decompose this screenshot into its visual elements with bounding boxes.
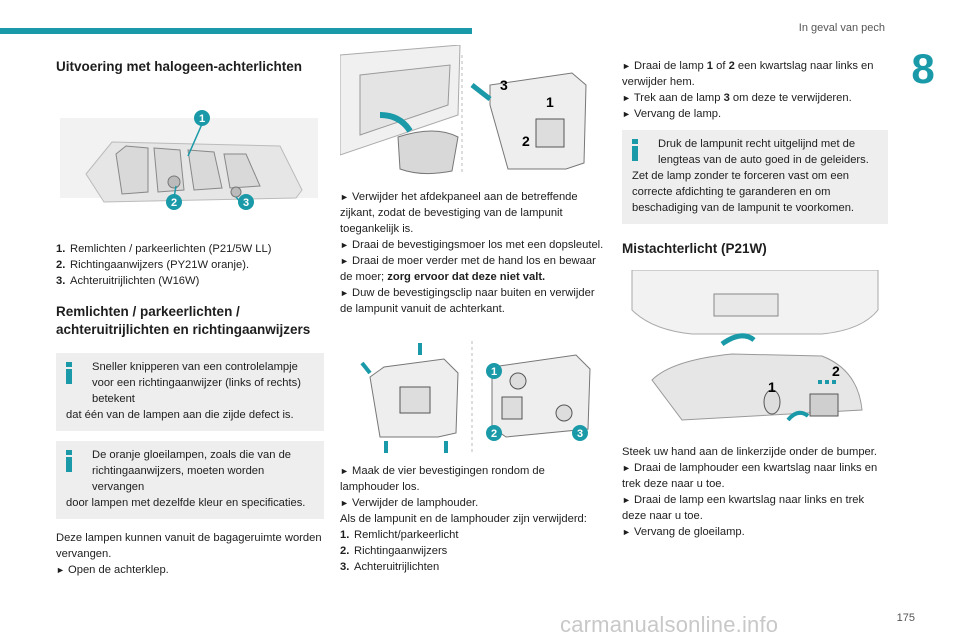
step: ► Duw de bevestigingsclip naar buiten en…	[340, 287, 595, 315]
paragraph: Als de lampunit en de lamphouder zijn ve…	[340, 513, 587, 525]
header-accent-bar	[0, 28, 472, 34]
column-3: ► Draai de lamp 1 of 2 een kwartslag naa…	[622, 58, 888, 540]
section-title: In geval van pech	[798, 22, 885, 34]
fig2-callout-1: 1	[491, 366, 497, 378]
info-icon	[66, 362, 72, 384]
step: ► Verwijder de lamphouder.	[340, 497, 479, 509]
step: ► Verwijder het afdekpaneel aan de betre…	[340, 191, 578, 235]
step: ► Draai de bevestigingsmoer los met een …	[340, 239, 604, 251]
step: ► Open de achterklep.	[56, 564, 169, 576]
info-box-1: Sneller knipperen van een controlelampje…	[56, 353, 324, 431]
step: ► Maak de vier bevestigingen rondom de l…	[340, 465, 545, 493]
step: ► Draai de lamp een kwartslag naar links…	[622, 494, 865, 522]
fig2-callout-3: 3	[577, 428, 583, 440]
paragraph: Steek uw hand aan de linkerzijde onder d…	[622, 446, 877, 458]
lamp-list: 1.Remlicht/parkeerlicht 2.Richtingaanwij…	[340, 527, 605, 575]
info-box-3: Druk de lampunit recht uitgelijnd met de…	[622, 130, 888, 224]
step: ► Draai de moer verder met de hand los e…	[340, 255, 596, 283]
fog-label-1: 1	[768, 379, 776, 395]
fig1-label-2: 2	[522, 133, 530, 149]
callout-3: 3	[243, 197, 249, 209]
list-item: 1.Remlichten / parkeerlichten (P21/5W LL…	[56, 243, 272, 255]
list-item: 2.Richtingaanwijzers (PY21W oranje).	[56, 259, 250, 271]
list-item: 2.Richtingaanwijzers	[340, 545, 448, 557]
heading-halogen: Uitvoering met halogeen-achterlichten	[56, 59, 303, 74]
fig2-callout-2: 2	[491, 428, 497, 440]
fog-label-2: 2	[832, 363, 840, 379]
heading-lights: Remlichten / parkeerlichten / achteruitr…	[56, 304, 311, 337]
heading-fog: Mistachterlicht (P21W)	[622, 241, 767, 256]
step: ► Vervang de gloeilamp.	[622, 526, 745, 538]
chapter-number: 8	[911, 45, 935, 92]
step: ► Vervang de lamp.	[622, 108, 722, 120]
callout-1: 1	[199, 113, 205, 125]
halogen-list: 1.Remlichten / parkeerlichten (P21/5W LL…	[56, 241, 324, 289]
lamp-holder-figure: 1 2 3	[360, 341, 591, 453]
step: ► Draai de lamphouder een kwartslag naar…	[622, 462, 878, 490]
info-box-2: De oranje gloeilampen, zoals die van de …	[56, 441, 324, 519]
info-icon	[66, 450, 72, 472]
column-2: 3 1 2 ► Verwijder het afdekpaneel aan de…	[340, 45, 605, 575]
chapter-tab: 8	[900, 40, 960, 98]
list-item: 3.Achteruitrijlichten (W16W)	[56, 275, 200, 287]
fig1-label-1: 1	[546, 94, 554, 110]
step: ► Draai de lamp 1 of 2 een kwartslag naa…	[622, 60, 874, 88]
info-icon	[632, 139, 638, 161]
list-item: 3.Achteruitrijlichten	[340, 561, 440, 573]
watermark: carmanualsonline.info	[560, 612, 779, 637]
halogen-lights-figure: 1 2 3	[60, 110, 318, 210]
paragraph: Deze lampen kunnen vanuit de bagageruimt…	[56, 532, 322, 560]
fog-light-figure: 1 2	[631, 270, 879, 422]
callout-2: 2	[171, 197, 177, 209]
fig1-label-3: 3	[500, 77, 508, 93]
page-number: 175	[896, 612, 915, 624]
list-item: 1.Remlicht/parkeerlicht	[340, 529, 459, 541]
column-1: Uitvoering met halogeen-achterlichten 1 …	[56, 58, 324, 578]
panel-removal-figure: 3 1 2	[340, 45, 587, 175]
step: ► Trek aan de lamp 3 om deze te verwijde…	[622, 92, 852, 104]
